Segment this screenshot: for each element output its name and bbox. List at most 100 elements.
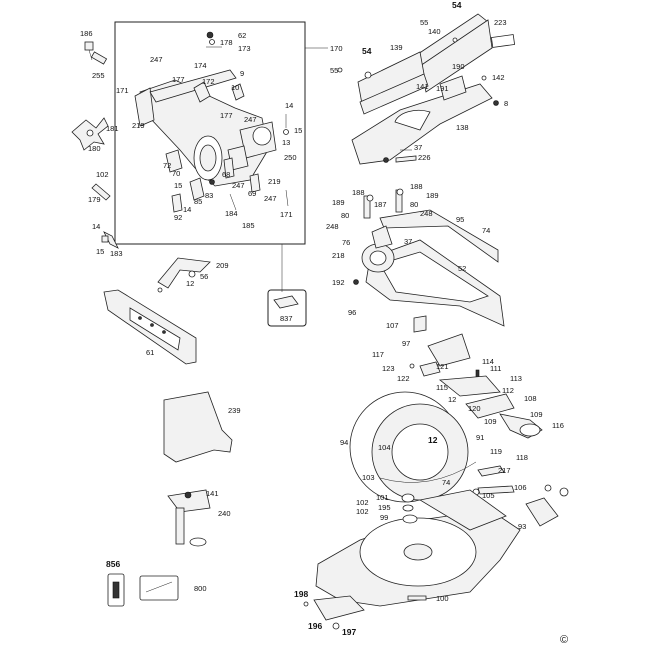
- part-186-bolt: [84, 41, 108, 65]
- label-100: 100: [436, 594, 449, 603]
- part-121-link: [409, 361, 501, 397]
- label-62: 62: [238, 31, 246, 40]
- label-15a: 15: [96, 247, 104, 256]
- part-837-detail: [273, 295, 299, 309]
- label-122: 122: [397, 374, 410, 383]
- label-247b: 247: [244, 115, 257, 124]
- label-255: 255: [92, 71, 105, 80]
- label-37b: 37: [404, 237, 412, 246]
- label-14b: 14: [285, 101, 293, 110]
- label-139: 139: [390, 43, 403, 52]
- label-85: 85: [194, 197, 202, 206]
- label-96: 96: [348, 308, 356, 317]
- label-189a: 189: [332, 198, 345, 207]
- label-123: 123: [382, 364, 395, 373]
- label-223: 223: [494, 18, 507, 27]
- label-54a: 54: [452, 0, 462, 10]
- part-181-clamp-knob: [71, 117, 109, 151]
- label-108: 108: [524, 394, 537, 403]
- label-117: 117: [372, 350, 384, 359]
- label-248b: 248: [420, 209, 433, 218]
- label-109b: 109: [484, 417, 497, 426]
- label-197: 197: [342, 627, 356, 637]
- part-183-screw: [101, 231, 119, 249]
- part-856-wrench: [107, 573, 125, 607]
- label-177a: 177: [172, 75, 185, 84]
- label-95: 95: [456, 215, 464, 224]
- label-80b: 80: [410, 200, 418, 209]
- label-12c: 12: [428, 435, 438, 445]
- part-800-tool: [139, 575, 179, 601]
- label-837: 837: [280, 314, 293, 323]
- part-99-washers: [401, 493, 418, 524]
- label-198: 198: [294, 589, 308, 599]
- label-101: 101: [376, 493, 389, 502]
- label-121: 121: [436, 362, 449, 371]
- part-96-turntable: [353, 188, 505, 333]
- label-247d: 247: [264, 194, 277, 203]
- label-107: 107: [386, 321, 399, 330]
- label-56: 56: [200, 272, 208, 281]
- label-195: 195: [378, 503, 391, 512]
- label-12a: 12: [186, 279, 194, 288]
- label-800: 800: [194, 584, 207, 593]
- label-141b: 141: [206, 489, 219, 498]
- label-188a: 188: [352, 188, 365, 197]
- part-196-foot: [303, 595, 365, 630]
- label-72: 72: [163, 161, 171, 170]
- label-105: 105: [482, 491, 495, 500]
- part-106-rod: [472, 465, 515, 496]
- label-141: 141: [416, 82, 429, 91]
- label-55b: 55: [330, 66, 338, 75]
- label-104: 104: [378, 443, 391, 452]
- label-111: 111: [490, 364, 501, 373]
- label-247a: 247: [150, 55, 163, 64]
- label-185: 185: [242, 221, 255, 230]
- part-140-fence-rail: [411, 13, 493, 93]
- label-68: 68: [222, 170, 230, 179]
- label-171a: 171: [116, 86, 129, 95]
- label-94: 94: [340, 438, 348, 447]
- label-181: 181: [106, 124, 119, 133]
- label-120: 120: [468, 404, 481, 413]
- label-102b: 102: [356, 498, 369, 507]
- label-189b: 189: [426, 191, 439, 200]
- label-10: 10: [231, 83, 239, 92]
- label-248a: 248: [326, 222, 339, 231]
- part-209-handle: [157, 257, 211, 293]
- label-190: 190: [452, 62, 465, 71]
- label-93: 93: [518, 522, 526, 531]
- label-74b: 74: [442, 478, 450, 487]
- label-13: 13: [282, 138, 290, 147]
- label-191: 191: [436, 84, 449, 93]
- label-250: 250: [284, 153, 297, 162]
- label-52: 52: [458, 264, 466, 273]
- label-113: 113: [510, 374, 522, 383]
- copyright-mark: ©: [560, 634, 568, 646]
- label-97: 97: [402, 339, 410, 348]
- part-102-screw-a: [91, 183, 111, 201]
- label-187: 187: [374, 200, 387, 209]
- detail-837-box: [267, 289, 307, 327]
- label-12b: 12: [448, 395, 456, 404]
- part-226-pin: [383, 149, 417, 163]
- part-number-labels: 186 255 181 180 102 179 14 15 183 62 178…: [80, 0, 568, 646]
- part-97-guard-bracket: [427, 333, 471, 367]
- label-240: 240: [218, 509, 231, 518]
- label-15c: 15: [174, 181, 182, 190]
- label-9: 9: [240, 69, 244, 78]
- label-209: 209: [216, 261, 229, 270]
- label-54b: 54: [362, 46, 372, 56]
- part-139-fence: [337, 51, 429, 115]
- label-118: 118: [516, 453, 528, 462]
- label-115: 115: [436, 383, 448, 392]
- label-218: 218: [332, 251, 345, 260]
- label-14a: 14: [92, 222, 100, 231]
- part-240-clamp: [167, 489, 211, 547]
- label-106: 106: [514, 483, 527, 492]
- label-119: 119: [490, 447, 502, 456]
- label-14c: 14: [183, 205, 191, 214]
- label-138: 138: [456, 123, 469, 132]
